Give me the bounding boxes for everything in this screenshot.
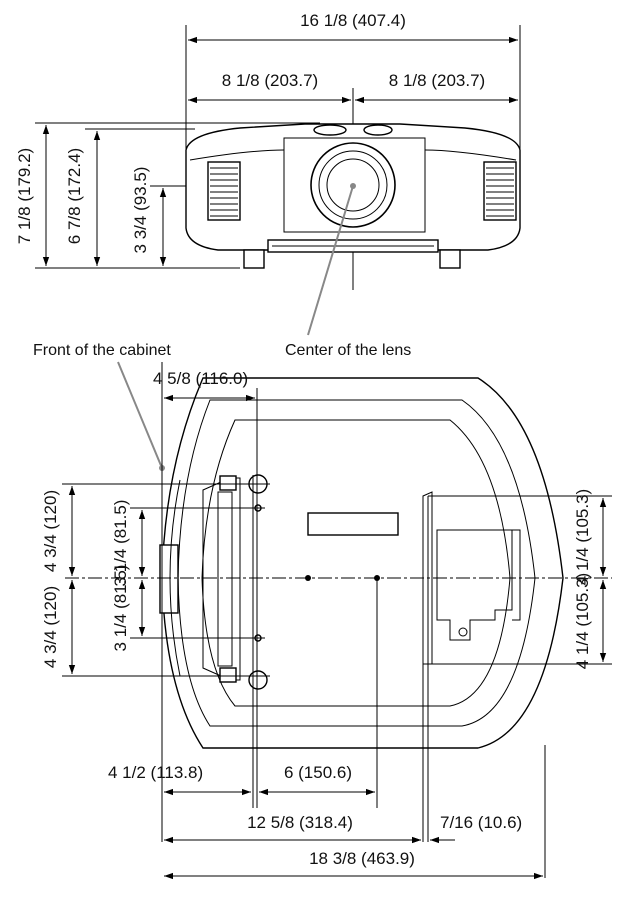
label-overall-depth: 18 3/8 (463.9) (309, 849, 415, 868)
label-lens-offset: 6 (150.6) (284, 763, 352, 782)
front-view: 16 1/8 (407.4) 8 1/8 (203.7) 8 1/8 (203.… (15, 11, 521, 290)
label-half-width-right: 8 1/8 (203.7) (389, 71, 485, 90)
label-left-upper-inner: 3 1/4 (81.5) (111, 500, 130, 587)
label-right-lower: 4 1/4 (105.3) (573, 573, 592, 669)
callouts: Front of the cabinet Center of the lens (33, 183, 411, 471)
label-foot-offset: 4 1/2 (113.8) (108, 763, 203, 782)
label-left-upper-outer: 4 3/4 (120) (41, 490, 60, 572)
lens (310, 142, 396, 228)
label-overall-width: 16 1/8 (407.4) (300, 11, 406, 30)
label-depth-small: 7/16 (10.6) (440, 813, 522, 832)
cabinet-center-mark (305, 575, 311, 581)
label-left-lower-outer: 4 3/4 (120) (41, 586, 60, 668)
leader-center-of-lens (307, 185, 354, 336)
callout-center-of-lens: Center of the lens (285, 342, 411, 359)
projector-front-body (185, 123, 521, 269)
bottom-view: 4 5/8 (116.0) 4 3/4 (120) 4 3/4 (120) 3 … (41, 362, 612, 880)
leader-front-of-cabinet (117, 361, 163, 469)
label-lens-height: 3 3/4 (93.5) (131, 167, 150, 254)
label-right-upper: 4 1/4 (105.3) (573, 489, 592, 585)
projector-bottom-body (161, 377, 564, 749)
label-depth-front: 12 5/8 (318.4) (247, 813, 353, 832)
label-total-height: 7 1/8 (179.2) (15, 148, 34, 244)
label-half-width-left: 8 1/8 (203.7) (222, 71, 318, 90)
callout-front-of-cabinet: Front of the cabinet (33, 342, 171, 359)
label-left-lower-inner: 3 1/4 (81.5) (111, 565, 130, 652)
label-body-height: 6 7/8 (172.4) (65, 148, 84, 244)
label-top-offset: 4 5/8 (116.0) (153, 369, 248, 388)
